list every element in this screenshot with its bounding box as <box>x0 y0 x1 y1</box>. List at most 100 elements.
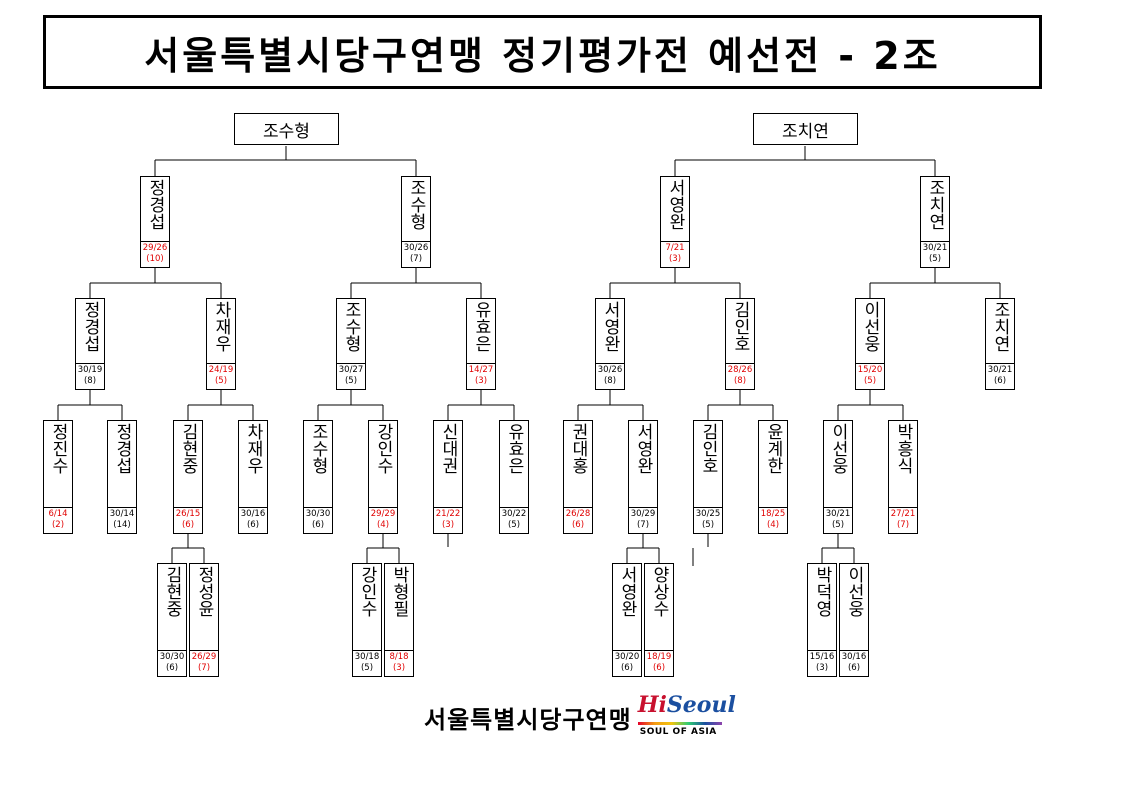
rank-value: (5) <box>344 376 358 386</box>
score-value: 30/27 <box>338 365 364 375</box>
player-score: 30/27(5) <box>337 363 365 389</box>
player-box: 서영완 30/26(8) <box>595 298 625 390</box>
player-name: 김인호 <box>698 423 718 474</box>
player-score: 28/26(8) <box>726 363 754 389</box>
player-name: 강인수 <box>357 566 377 617</box>
player-box: 서영완 30/20(6) <box>612 563 642 677</box>
player-score: 30/29(7) <box>629 507 657 533</box>
score-value: 30/18 <box>354 652 380 662</box>
score-value: 30/21 <box>987 365 1013 375</box>
player-score: 21/22(3) <box>434 507 462 533</box>
player-name: 정경섭 <box>145 179 165 230</box>
player-name: 서영완 <box>600 301 620 352</box>
rank-value: (7) <box>636 520 650 530</box>
player-name: 정경섭 <box>112 423 132 474</box>
rank-value: (3) <box>668 254 682 264</box>
player-box: 서영완 30/29(7) <box>628 420 658 534</box>
player-box: 신대권 21/22(3) <box>433 420 463 534</box>
rank-value: (7) <box>197 663 211 673</box>
player-box: 차재우 24/19(5) <box>206 298 236 390</box>
player-name: 차재우 <box>211 301 231 352</box>
score-value: 6/14 <box>48 509 68 519</box>
score-value: 30/21 <box>825 509 851 519</box>
rank-value: (3) <box>474 376 488 386</box>
player-box: 이선웅 30/21(5) <box>823 420 853 534</box>
rank-value: (6) <box>993 376 1007 386</box>
player-name: 김인호 <box>730 301 750 352</box>
player-name: 이선웅 <box>844 566 864 617</box>
player-box: 정경섭 29/26(10) <box>140 176 170 268</box>
player-box: 윤계한 18/25(4) <box>758 420 788 534</box>
score-value: 30/30 <box>159 652 185 662</box>
player-box: 유효은 14/27(3) <box>466 298 496 390</box>
rank-value: (6) <box>571 520 585 530</box>
player-score: 24/19(5) <box>207 363 235 389</box>
player-box: 강인수 30/18(5) <box>352 563 382 677</box>
score-value: 8/18 <box>389 652 409 662</box>
rank-value: (4) <box>766 520 780 530</box>
player-name: 유효은 <box>471 301 491 352</box>
score-value: 26/29 <box>191 652 217 662</box>
player-score: 27/21(7) <box>889 507 917 533</box>
score-value: 26/15 <box>175 509 201 519</box>
rank-value: (3) <box>815 663 829 673</box>
player-box: 정진수 6/14(2) <box>43 420 73 534</box>
score-value: 30/22 <box>501 509 527 519</box>
rank-value: (8) <box>83 376 97 386</box>
player-score: 30/21(5) <box>921 241 949 267</box>
player-score: 15/16(3) <box>808 650 836 676</box>
player-name: 박덕영 <box>812 566 832 617</box>
player-box: 조수형 30/27(5) <box>336 298 366 390</box>
logo-stripe <box>637 722 722 725</box>
rank-value: (6) <box>165 663 179 673</box>
player-name: 신대권 <box>438 423 458 474</box>
player-score: 30/21(6) <box>986 363 1014 389</box>
rank-value: (7) <box>409 254 423 264</box>
player-name: 박흥식 <box>893 423 913 474</box>
player-box: 서영완 7/21(3) <box>660 176 690 268</box>
score-value: 29/26 <box>142 243 168 253</box>
player-score: 6/14(2) <box>44 507 72 533</box>
rank-value: (14) <box>113 520 131 530</box>
player-box: 박흥식 27/21(7) <box>888 420 918 534</box>
logo-wordmark: HiSeoul <box>638 692 736 718</box>
rank-value: (6) <box>246 520 260 530</box>
player-box: 조수형 30/26(7) <box>401 176 431 268</box>
rank-value: (7) <box>896 520 910 530</box>
rank-value: (5) <box>360 663 374 673</box>
player-box: 조수형 30/30(6) <box>303 420 333 534</box>
score-value: 14/27 <box>468 365 494 375</box>
score-value: 30/16 <box>240 509 266 519</box>
player-name: 조수형 <box>406 179 426 230</box>
player-name: 차재우 <box>243 423 263 474</box>
player-box: 김인호 30/25(5) <box>693 420 723 534</box>
player-score: 29/29(4) <box>369 507 397 533</box>
score-value: 27/21 <box>890 509 916 519</box>
player-name: 정성윤 <box>194 566 214 617</box>
player-score: 30/30(6) <box>158 650 186 676</box>
player-name: 양상수 <box>649 566 669 617</box>
rank-value: (2) <box>51 520 65 530</box>
player-score: 26/28(6) <box>564 507 592 533</box>
player-name: 이선웅 <box>828 423 848 474</box>
score-value: 30/26 <box>597 365 623 375</box>
player-score: 30/26(7) <box>402 241 430 267</box>
player-box: 조치연 30/21(6) <box>985 298 1015 390</box>
player-score: 30/16(6) <box>840 650 868 676</box>
score-value: 28/26 <box>727 365 753 375</box>
player-name: 서영완 <box>665 179 685 230</box>
rank-value: (3) <box>392 663 406 673</box>
score-value: 30/16 <box>841 652 867 662</box>
player-score: 30/19(8) <box>76 363 104 389</box>
player-box: 이선웅 15/20(5) <box>855 298 885 390</box>
player-name: 정진수 <box>48 423 68 474</box>
rank-value: (5) <box>928 254 942 264</box>
logo-hi: Hi <box>637 692 667 718</box>
player-box: 조치연 30/21(5) <box>920 176 950 268</box>
player-box: 박형필 8/18(3) <box>384 563 414 677</box>
logo-seoul: Seoul <box>666 692 736 718</box>
player-score: 26/29(7) <box>190 650 218 676</box>
score-value: 30/26 <box>403 243 429 253</box>
player-name: 박형필 <box>389 566 409 617</box>
player-score: 18/25(4) <box>759 507 787 533</box>
